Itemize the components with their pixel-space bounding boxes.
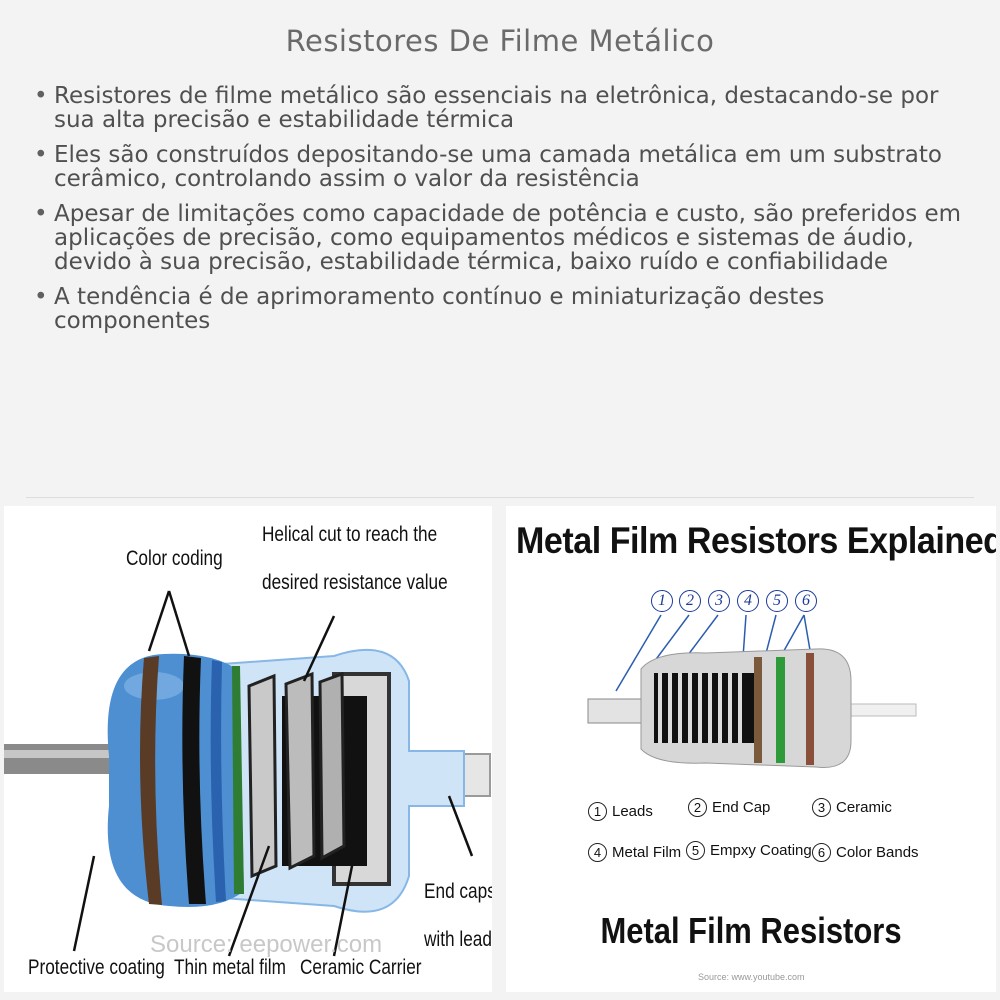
bullet-list: Resistores de filme metálico são essenci… xyxy=(34,84,964,344)
legend-label: Metal Film xyxy=(612,844,682,861)
band-brown-2 xyxy=(806,653,814,765)
legend-item-2: 2 End Cap xyxy=(688,798,770,817)
bullet-item: Eles são construídos depositando-se uma … xyxy=(34,143,964,191)
label-helical-cut-1: Helical cut to reach the xyxy=(262,523,438,546)
callout-number: 1 xyxy=(651,590,673,612)
resistor-cutaway-image: Color coding Helical cut to reach the de… xyxy=(4,506,492,992)
right-image-footer: Metal Film Resistors xyxy=(600,910,902,951)
callout-number: 5 xyxy=(766,590,788,612)
lead-left xyxy=(587,698,644,724)
label-thin-metal-film: Thin metal film xyxy=(174,956,286,979)
band-green xyxy=(776,657,785,763)
legend-label: Leads xyxy=(612,803,653,820)
right-image-title: Metal Film Resistors Explained xyxy=(516,520,996,561)
legend-number: 6 xyxy=(812,843,831,862)
resistor-cutaway-illustration xyxy=(4,590,491,957)
legend-number: 2 xyxy=(688,798,707,817)
bullet-item: Apesar de limitações como capacidade de … xyxy=(34,202,964,274)
resistor-explained-illustration xyxy=(587,614,917,768)
legend-item-4: 4 Metal Film xyxy=(588,843,681,862)
legend-label: End Cap xyxy=(712,799,771,816)
band-blue xyxy=(210,660,226,902)
legend-number: 4 xyxy=(588,843,607,862)
callout-number: 3 xyxy=(708,590,730,612)
legend-label: Empxy Coating xyxy=(710,842,812,859)
callout-number: 2 xyxy=(679,590,701,612)
right-image-source: Source: www.youtube.com xyxy=(698,972,805,982)
legend-item-3: 3 Ceramic xyxy=(812,798,892,817)
legend-number: 1 xyxy=(588,802,607,821)
bullet-item: A tendência é de aprimoramento contínuo … xyxy=(34,285,964,333)
legend-item-6: 6 Color Bands xyxy=(812,843,919,862)
left-lead xyxy=(4,744,114,774)
legend-item-1: 1 Leads xyxy=(588,802,653,821)
legend-number: 5 xyxy=(686,841,705,860)
helical-coils xyxy=(247,671,346,879)
metal-film-explained-image: Metal Film Resistors Explained 1 2 3 4 5… xyxy=(506,506,996,992)
callout-number: 4 xyxy=(737,590,759,612)
legend-label: Color Bands xyxy=(836,844,919,861)
coils xyxy=(658,673,742,743)
label-color-coding: Color coding xyxy=(126,547,223,570)
band-black xyxy=(182,656,206,904)
legend-number: 3 xyxy=(812,798,831,817)
legend-item-5: 5 Empxy Coating xyxy=(686,841,812,860)
label-end-caps-1: End caps xyxy=(424,880,492,903)
label-ceramic-carrier: Ceramic Carrier xyxy=(300,956,422,979)
band-brown-1 xyxy=(754,657,762,763)
band-green xyxy=(232,666,244,894)
page-title: Resistores De Filme Metálico xyxy=(285,24,715,58)
callout-number: 6 xyxy=(795,590,817,612)
bullet-item: Resistores de filme metálico são essenci… xyxy=(34,84,964,132)
band-brown xyxy=(140,656,162,905)
label-end-caps-2: with leads xyxy=(424,928,492,951)
label-protective-coating: Protective coating xyxy=(28,956,165,979)
label-helical-cut-2: desired resistance value xyxy=(262,571,448,594)
legend-label: Ceramic xyxy=(836,799,892,816)
divider xyxy=(26,497,974,498)
left-image-source: Source: eepower.com xyxy=(150,931,383,958)
